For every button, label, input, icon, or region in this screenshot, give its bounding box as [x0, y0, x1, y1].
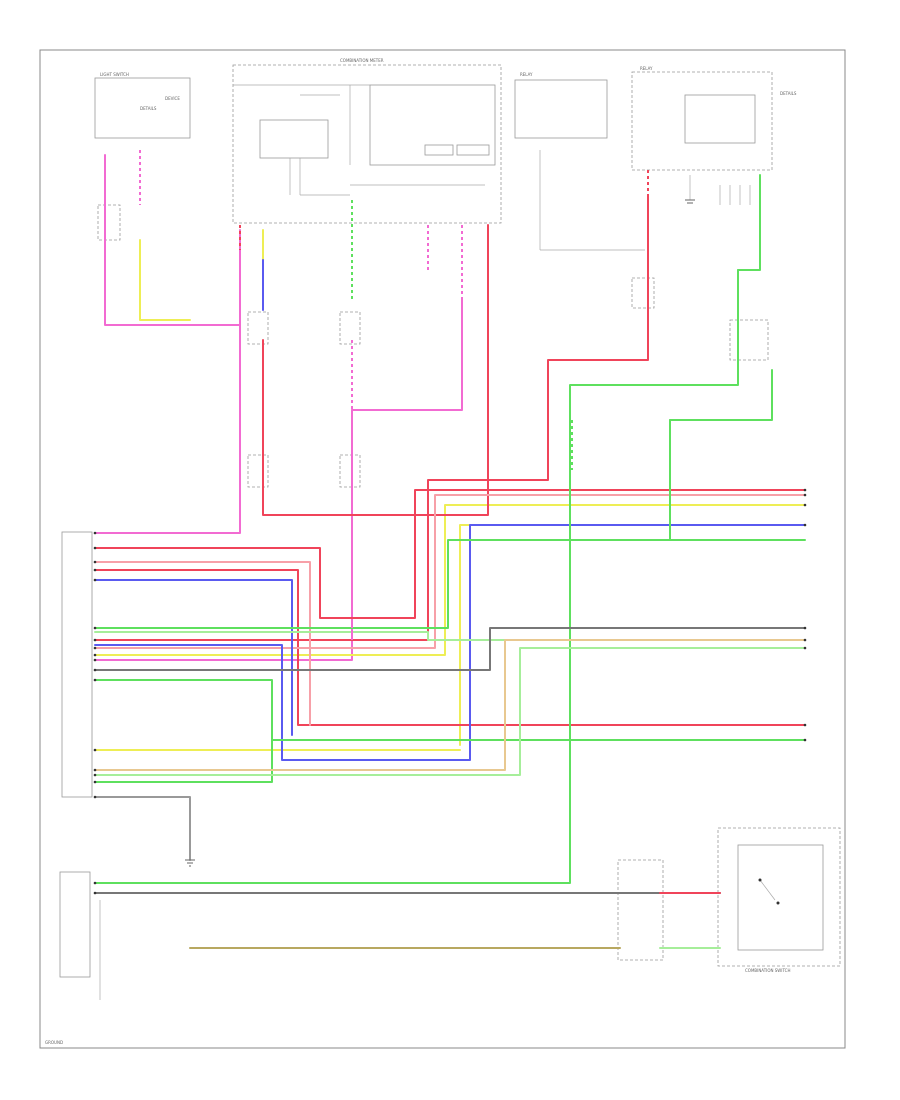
combination-switch-label: COMBINATION SWITCH [745, 968, 790, 973]
connector-c [339, 311, 361, 345]
wire-red-long [262, 224, 489, 516]
right-terminals [803, 488, 807, 742]
wire-pink-mid [351, 299, 463, 411]
connector-bottom [617, 859, 664, 961]
wire-yellow-mid [94, 504, 806, 656]
wire-green-f [737, 174, 761, 271]
wire-lightgreen-b [94, 647, 806, 776]
wire-pink-low [94, 409, 353, 661]
svg-text:RELAY: RELAY [640, 66, 653, 71]
left-module [61, 531, 93, 798]
connector-g [729, 319, 769, 361]
wire-blue-a [94, 524, 806, 761]
svg-text:DETAILS: DETAILS [140, 106, 157, 111]
ground-symbol [185, 859, 195, 867]
ground-label: GROUND [45, 1040, 63, 1045]
top-right-component: RELAY DETAILS [539, 66, 797, 251]
connector-e [339, 454, 361, 488]
wire-green-c [669, 369, 773, 421]
left-module-terminals [93, 531, 97, 895]
wire-pink-top [104, 154, 241, 326]
wire-green-a [94, 679, 806, 741]
wire-pink-main [94, 324, 241, 534]
combination-switch: COMBINATION SWITCH [717, 827, 841, 973]
connector-f [631, 277, 655, 309]
wire-gray-a [94, 627, 806, 671]
connector-b [247, 311, 269, 345]
wire-yellow-top [139, 239, 191, 321]
wire-green-g [94, 739, 273, 783]
wire-lightred-a [94, 561, 311, 726]
wire-red-c [94, 194, 649, 641]
wire-green-e [94, 269, 739, 884]
combination-meter: COMBINATION METER [232, 58, 502, 224]
top-left-component: LIGHT SWITCH DETAILS DEVICE [94, 72, 191, 139]
bottom-left-module: GROUND [45, 871, 101, 1045]
diagram-frame [39, 49, 846, 1049]
wire-tan-a [94, 639, 806, 771]
connector-a [97, 204, 121, 241]
ground-symbol-2 [685, 199, 695, 204]
wire-lightred-b [94, 494, 806, 649]
wire-gray-c [94, 796, 191, 861]
svg-text:DEVICE: DEVICE [165, 96, 180, 101]
combination-meter-label: COMBINATION METER [340, 58, 384, 63]
wire-yellow-right [459, 524, 806, 746]
wire-lightgreen-a [94, 631, 806, 641]
svg-text:LIGHT SWITCH: LIGHT SWITCH [100, 72, 129, 77]
wire-blue-b [94, 579, 293, 736]
wire-green-b [94, 539, 806, 629]
top-middle-right-component: RELAY [514, 72, 608, 139]
svg-text:DETAILS: DETAILS [780, 91, 797, 96]
svg-text:RELAY: RELAY [520, 72, 533, 77]
wire-red-a [94, 489, 806, 619]
connector-d [247, 454, 269, 488]
